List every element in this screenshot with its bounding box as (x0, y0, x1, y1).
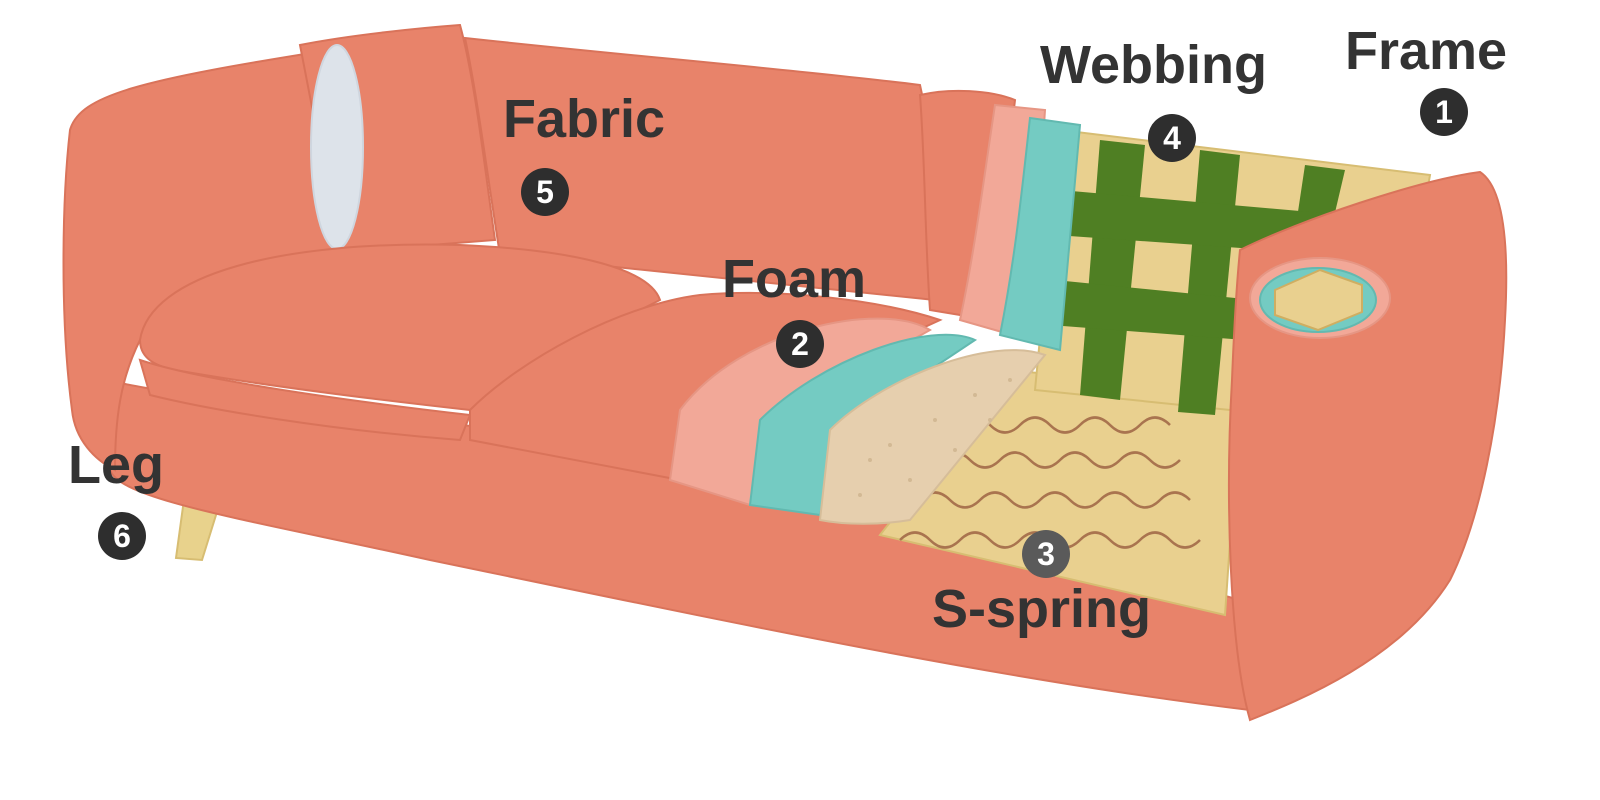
badge-fabric: 5 (521, 168, 569, 216)
label-webbing: Webbing (1040, 35, 1267, 95)
label-frame: Frame (1345, 21, 1508, 81)
pillow-strip (310, 44, 364, 250)
label-fabric: Fabric (503, 89, 666, 149)
seat-foam-tan (818, 349, 1047, 525)
badge-webbing: 4 (1148, 114, 1196, 162)
label-s-spring: S-spring (932, 579, 1152, 639)
sofa-left-arm (62, 48, 342, 472)
arm-cutaway-wood (1274, 268, 1363, 332)
webbing-straps (1050, 140, 1345, 415)
seat-cushion-left-front (138, 358, 472, 442)
badge-foam: 2 (776, 320, 824, 368)
badge-leg: 6 (98, 512, 146, 560)
sofa-right-arm (1228, 170, 1508, 722)
foam-texture (858, 378, 1012, 497)
back-foam-teal (998, 116, 1082, 352)
label-leg: Leg (68, 435, 165, 495)
label-foam: Foam (722, 249, 867, 309)
badge-s-spring: 3 (1022, 530, 1070, 578)
badge-frame: 1 (1420, 88, 1468, 136)
